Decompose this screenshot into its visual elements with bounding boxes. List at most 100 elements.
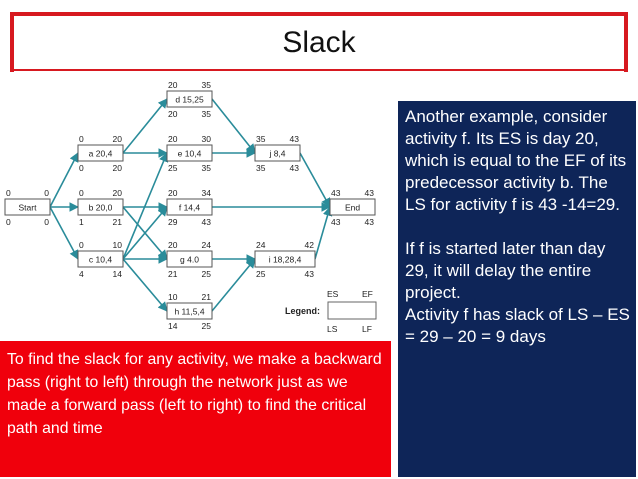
node-ef-e: 30: [202, 134, 212, 144]
node-lf-d: 35: [202, 109, 212, 119]
right-red-border: [624, 12, 628, 72]
node-es-end: 43: [331, 188, 341, 198]
node-ef-end: 43: [365, 188, 375, 198]
explanation-paragraph-3: Activity f has slack of LS – ES = 29 – 2…: [405, 305, 630, 346]
node-ls-end: 43: [331, 217, 341, 227]
node-box-h: [166, 302, 213, 320]
edge-c-f: [122, 206, 168, 260]
explanation-panel: Another example, consider activity f. It…: [398, 101, 636, 477]
node-box-g: [166, 250, 213, 268]
node-label-g: g 4.0: [180, 255, 199, 265]
node-g: g 4.020 24 21 25: [166, 240, 213, 279]
legend-ef: EF: [362, 289, 373, 299]
edge-start-c: [49, 206, 79, 260]
node-box-a: [77, 144, 124, 162]
node-label-e: e 10,4: [178, 149, 202, 159]
node-ef-b: 20: [113, 188, 123, 198]
node-ls-e: 25: [168, 163, 178, 173]
node-label-j: j 8,4: [268, 149, 285, 159]
node-ls-a: 0: [79, 163, 84, 173]
network-edges: [49, 98, 333, 312]
node-es-b: 0: [79, 188, 84, 198]
node-ls-start: 0: [6, 217, 11, 227]
node-box-e: [166, 144, 213, 162]
node-b: b 20,0 0 20 1 21: [77, 188, 124, 227]
edge-j-end: [299, 152, 331, 208]
node-ls-c: 4: [79, 269, 84, 279]
node-es-e: 20: [168, 134, 178, 144]
node-es-d: 20: [168, 80, 178, 90]
node-es-g: 20: [168, 240, 178, 250]
legend-title: Legend:: [285, 306, 320, 316]
node-es-c: 0: [79, 240, 84, 250]
node-label-end: End: [345, 203, 360, 213]
node-label-start: Start: [19, 203, 38, 213]
node-box-d: [166, 90, 213, 108]
node-lf-j: 43: [290, 163, 300, 173]
node-ef-j: 43: [290, 134, 300, 144]
node-lf-g: 25: [202, 269, 212, 279]
node-ef-c: 10: [113, 240, 123, 250]
node-ef-start: 0: [44, 188, 49, 198]
node-ef-h: 21: [202, 292, 212, 302]
slide-title: Slack: [282, 26, 356, 59]
node-ls-g: 21: [168, 269, 178, 279]
node-box-start: [4, 198, 51, 216]
backward-pass-text: To find the slack for any activity, we m…: [7, 351, 382, 437]
node-ls-h: 14: [168, 321, 178, 331]
legend-es: ES: [327, 289, 339, 299]
top-red-border: [10, 12, 628, 16]
paragraph-spacer: [405, 216, 632, 238]
node-ls-j: 35: [256, 163, 266, 173]
node-j: j 8,435 43 35 43: [254, 134, 301, 173]
node-label-i: i 18,28,4: [269, 255, 302, 265]
node-end: End 43 43 43 43: [329, 188, 376, 227]
node-ef-f: 34: [202, 188, 212, 198]
node-lf-f: 43: [202, 217, 212, 227]
edge-d-j: [211, 98, 256, 154]
legend-lf: LF: [362, 324, 372, 334]
legend-ls: LS: [327, 324, 338, 334]
node-es-h: 10: [168, 292, 178, 302]
edge-start-a: [49, 152, 79, 208]
node-ef-g: 24: [202, 240, 212, 250]
node-es-start: 0: [6, 188, 11, 198]
node-box-j: [254, 144, 301, 162]
legend: Legend: ES EF LS LF: [285, 289, 377, 334]
node-box-c: [77, 250, 124, 268]
legend-box: [327, 301, 377, 320]
node-lf-end: 43: [365, 217, 375, 227]
node-lf-i: 43: [305, 269, 315, 279]
node-es-j: 35: [256, 134, 266, 144]
node-box-b: [77, 198, 124, 216]
node-es-a: 0: [79, 134, 84, 144]
title-underline: [10, 69, 628, 71]
node-ls-b: 1: [79, 217, 84, 227]
node-f: f 14,420 34 29 43: [166, 188, 213, 227]
node-ls-f: 29: [168, 217, 178, 227]
node-box-i: [254, 250, 316, 268]
node-lf-b: 21: [113, 217, 123, 227]
node-ef-d: 35: [202, 80, 212, 90]
node-ef-a: 20: [113, 134, 123, 144]
node-label-f: f 14,4: [179, 203, 201, 213]
node-label-b: b 20,0: [89, 203, 113, 213]
node-es-f: 20: [168, 188, 178, 198]
edge-i-end: [314, 206, 333, 260]
node-ls-d: 20: [168, 109, 178, 119]
edge-c-h: [122, 258, 168, 312]
edge-c-e: [122, 152, 169, 260]
left-red-border: [10, 12, 14, 72]
backward-pass-note: To find the slack for any activity, we m…: [0, 341, 391, 477]
node-lf-a: 20: [113, 163, 123, 173]
node-label-c: c 10,4: [89, 255, 112, 265]
edge-a-d: [122, 98, 168, 154]
